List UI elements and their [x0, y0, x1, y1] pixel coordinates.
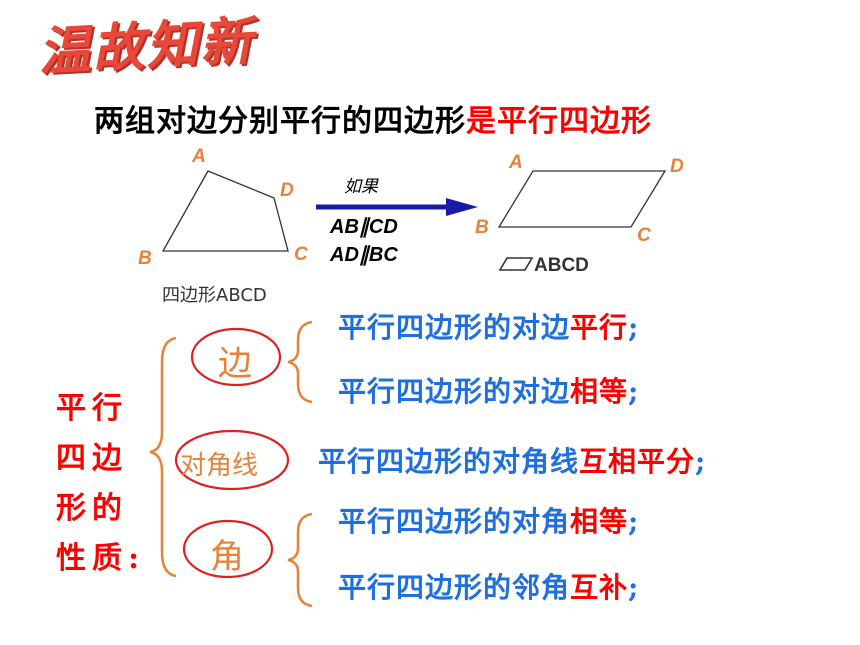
- para-label-b: B: [475, 217, 489, 238]
- properties-title: 平行四边形的性质:: [56, 391, 146, 576]
- property-text: 平行四边形的对角线: [318, 445, 580, 478]
- property-angle-supplementary: 平行四边形的邻角互补;: [338, 566, 639, 606]
- category-diagonal: 对角线: [180, 451, 259, 481]
- if-label: 如果: [344, 177, 378, 197]
- definition-part1: 两组对边分别平行的四边形: [94, 104, 466, 139]
- properties-big-brace: [149, 336, 177, 578]
- property-punct: ;: [628, 375, 640, 408]
- property-punct: ;: [628, 571, 640, 604]
- property-side-equal: 平行四边形的对边相等;: [338, 370, 639, 410]
- quadrilateral-shape: [161, 170, 289, 252]
- property-angle-equal: 平行四边形的对角相等;: [338, 500, 639, 540]
- definition-part2: 是平行四边形: [466, 104, 652, 139]
- definition-text: 两组对边分别平行的四边形是平行四边形: [94, 96, 652, 140]
- category-side: 边: [218, 344, 252, 384]
- diagonal-ellipse: [174, 429, 290, 491]
- quad-label-b: B: [138, 248, 152, 269]
- side-ellipse: [190, 327, 282, 387]
- angle-brace: [287, 512, 313, 608]
- property-diagonal-bisect: 平行四边形的对角线互相平分;: [318, 440, 706, 480]
- property-highlight: 相等: [570, 505, 629, 538]
- property-highlight: 平行: [570, 311, 629, 344]
- para-label-d: D: [670, 156, 684, 177]
- quad-label-d: D: [280, 180, 294, 201]
- para-label-c: C: [637, 225, 651, 246]
- category-angle: 角: [210, 537, 244, 577]
- property-text: 平行四边形的对边: [338, 375, 571, 408]
- parallelogram-caption: ABCD: [498, 255, 589, 277]
- quad-label-a: A: [192, 146, 206, 167]
- property-text: 平行四边形的对角: [338, 505, 571, 538]
- condition-ab-cd: AB∥CD: [330, 216, 398, 238]
- property-punct: ;: [628, 505, 640, 538]
- implication-arrow-head: [446, 198, 478, 216]
- property-text: 平行四边形的邻角: [338, 571, 571, 604]
- side-brace: [287, 320, 313, 404]
- quad-caption: 四边形ABCD: [162, 285, 267, 306]
- parallelogram-symbol-icon: [498, 257, 534, 271]
- quad-label-c: C: [294, 244, 308, 265]
- condition-ad-bc: AD∥BC: [330, 244, 398, 266]
- property-side-parallel: 平行四边形的对边平行;: [338, 306, 639, 346]
- parallelogram-caption-text: ABCD: [534, 255, 589, 276]
- property-punct: ;: [695, 445, 707, 478]
- property-highlight: 相等: [570, 375, 629, 408]
- parallelogram-shape: [497, 170, 667, 228]
- angle-ellipse: [182, 519, 274, 579]
- property-text: 平行四边形的对边: [338, 311, 571, 344]
- property-highlight: 互相平分: [579, 445, 696, 478]
- property-highlight: 互补: [570, 571, 629, 604]
- property-punct: ;: [628, 311, 640, 344]
- para-label-a: A: [509, 152, 523, 173]
